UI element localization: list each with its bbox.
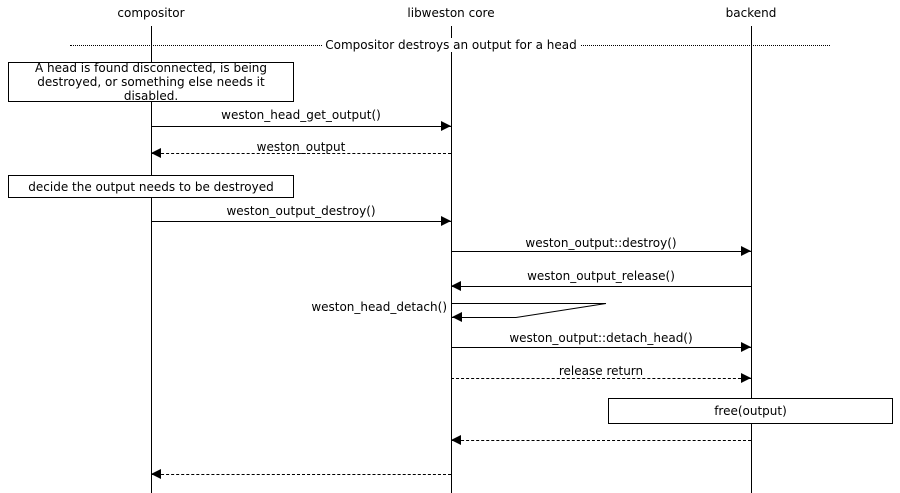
message-arrowhead-msg-10 (151, 469, 161, 479)
message-label-msg-5: weston_output_release() (527, 269, 675, 283)
message-arrowhead-msg-2 (151, 148, 161, 158)
message-line-msg-7 (451, 347, 751, 348)
message-line-msg-8 (451, 378, 751, 379)
note-note-free-output: free(output) (608, 398, 893, 424)
message-label-msg-2: weston_output (256, 140, 346, 154)
message-arrowhead-msg-8 (741, 373, 751, 383)
message-line-msg-3 (151, 221, 451, 222)
message-arrowhead-msg-9 (451, 435, 461, 445)
message-label-msg-8: release return (558, 364, 644, 378)
message-line-msg-10 (151, 474, 451, 475)
message-label-msg-3: weston_output_destroy() (226, 204, 376, 218)
message-arrowhead-msg-1 (441, 121, 451, 131)
note-text: decide the output needs to be destroyed (28, 179, 274, 194)
message-arrowhead-msg-7 (741, 342, 751, 352)
message-line-msg-9 (451, 440, 751, 441)
message-label-msg-7: weston_output::detach_head() (509, 331, 693, 345)
lifeline-compositor (151, 26, 152, 493)
lifeline-libweston-core (451, 26, 452, 493)
message-line-msg-1 (151, 126, 451, 127)
message-label-msg-6: weston_head_detach() (311, 300, 447, 314)
message-line-msg-4 (451, 251, 751, 252)
lifeline-backend (751, 26, 752, 493)
note-note-head-disconnected: A head is found disconnected, is being d… (8, 61, 294, 103)
self-message-top-line (451, 303, 606, 304)
divider-caption: Compositor destroys an output for a head (322, 38, 580, 52)
note-note-decide-destroy: decide the output needs to be destroyed (8, 175, 294, 198)
lifeline-label-backend: backend (725, 6, 777, 20)
self-message-bottom-line (451, 317, 516, 318)
message-label-msg-4: weston_output::destroy() (525, 236, 677, 250)
lifeline-label-compositor: compositor (117, 6, 185, 20)
message-arrowhead-msg-4 (741, 246, 751, 256)
message-arrowhead-msg-3 (441, 216, 451, 226)
note-text: free(output) (714, 404, 787, 418)
note-text: A head is found disconnected, is being d… (34, 61, 268, 103)
self-message-arrowhead (452, 312, 462, 322)
message-arrowhead-msg-5 (451, 281, 461, 291)
message-label-msg-1: weston_head_get_output() (221, 108, 381, 122)
lifeline-label-libweston-core: libweston core (407, 6, 495, 20)
message-line-msg-2 (151, 153, 451, 154)
message-line-msg-5 (451, 286, 751, 287)
